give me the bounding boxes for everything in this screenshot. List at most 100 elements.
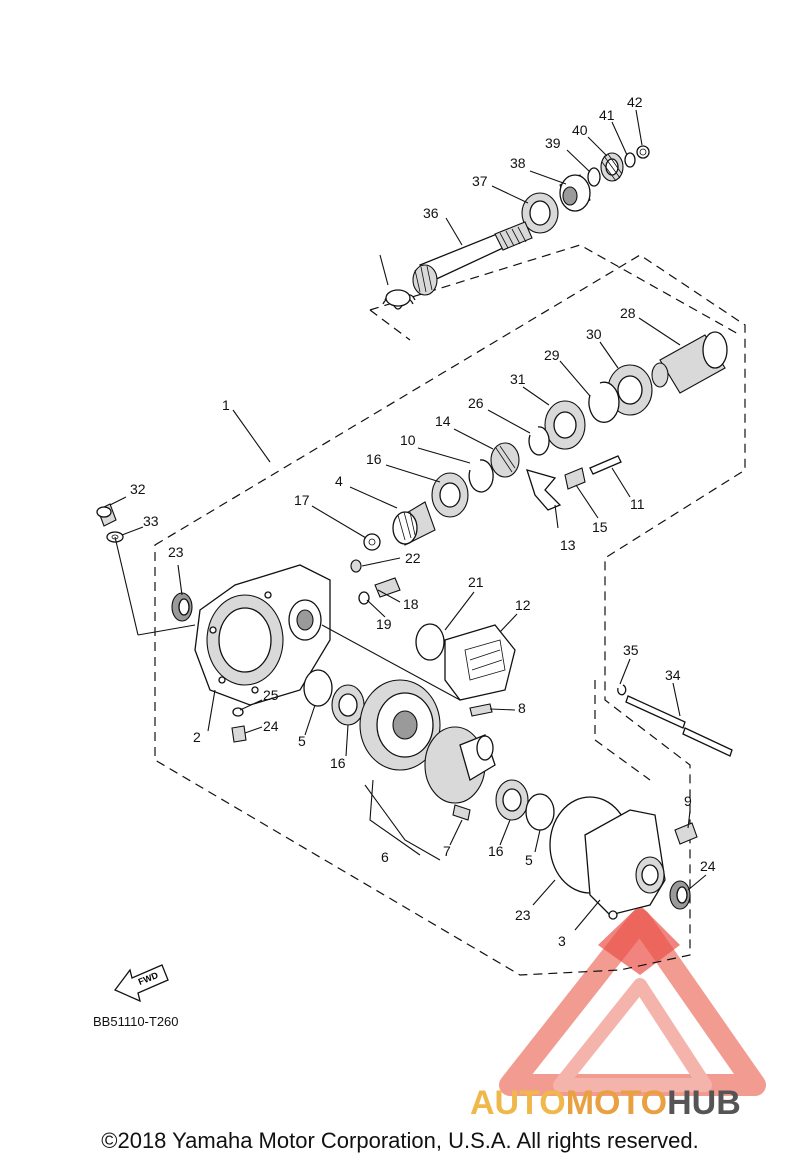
callout-31: 32: [130, 481, 146, 497]
pin-group-outline: [594, 680, 651, 781]
callout-16b: 16: [330, 755, 346, 771]
callout-34: 35: [623, 642, 639, 658]
callout-14: 14: [435, 413, 451, 429]
callout-9: 9: [684, 793, 692, 809]
callout-7: 7: [443, 843, 451, 859]
part-37-collar: [559, 174, 591, 212]
assembly-boundary-outline: [154, 254, 746, 976]
callout-24: 24: [263, 718, 279, 734]
callout-16a: 16: [366, 451, 382, 467]
part-35-drive-shaft: [412, 221, 533, 296]
part-17-bushing: [363, 533, 381, 551]
part-41-circlip: [636, 145, 650, 159]
callout-2: 2: [193, 729, 201, 745]
callout-37: 38: [510, 155, 526, 171]
automotohub-watermark-logo: [499, 905, 766, 1096]
part-34-clip: [617, 684, 627, 696]
part-14-needle-bearing: [490, 442, 520, 478]
callout-25: 25: [263, 687, 279, 703]
callout-20: 21: [468, 574, 484, 590]
part-23-oil-seal-left: [171, 592, 193, 622]
part-13-shift-fork: [526, 469, 562, 511]
part-differential-carrier: [424, 726, 496, 804]
part-21-breather: [350, 559, 362, 573]
part-6-ring-gear: [359, 679, 441, 771]
callout-36: 37: [472, 173, 488, 189]
shaft-group-outline: [369, 244, 741, 341]
callout-11: 11: [630, 496, 645, 512]
copyright-notice: ©2018 Yamaha Motor Corporation, U.S.A. A…: [101, 1128, 699, 1153]
leader-lines: [109, 109, 707, 931]
part-23-oil-seal-right: [669, 880, 691, 910]
part-10-circlip: [468, 459, 494, 493]
callout-27: 28: [620, 305, 636, 321]
part-42-spring: [382, 289, 416, 310]
callout-28: 29: [544, 347, 560, 363]
callout-38: 39: [545, 135, 561, 151]
part-16-bearing-right: [495, 779, 529, 821]
part-27-pinion-shaft: [651, 331, 728, 394]
part-28-circlip: [588, 381, 620, 423]
callout-10: 10: [400, 432, 416, 448]
part-20-o-ring: [415, 623, 445, 661]
part-19-washer: [358, 591, 370, 605]
part-2-differential-case: [194, 564, 331, 706]
callout-13: 13: [560, 537, 576, 553]
callout-39: 40: [572, 122, 588, 138]
brand-auto: AUTO: [470, 1084, 566, 1122]
callout-29: 30: [586, 326, 602, 342]
callout-23b: 24: [700, 858, 716, 874]
callout-3: 3: [558, 933, 566, 949]
part-33-shaft-pins: [625, 695, 733, 757]
callout-33: 34: [665, 667, 681, 683]
part-24-drain-plug: [231, 725, 247, 743]
callout-8: 8: [518, 700, 526, 716]
callout-15: 15: [592, 519, 608, 535]
callout-6: 6: [381, 849, 389, 865]
callout-5a: 5: [298, 733, 306, 749]
fwd-arrow-icon: FWD: [113, 964, 169, 1003]
automotohub-watermark-text: AUTOMOTOHUB: [470, 1084, 741, 1122]
callout-35: 36: [423, 205, 439, 221]
callout-40: 41: [599, 107, 615, 123]
part-16-bearing-upper: [431, 472, 469, 518]
callout-18: 18: [403, 596, 419, 612]
part-31-bolt: [96, 503, 117, 527]
callout-23a: 23: [168, 544, 184, 560]
part-8-bolt: [469, 703, 493, 717]
part-4-pinion-gear: [392, 501, 436, 546]
callout-30: 31: [510, 371, 526, 387]
part-3-differential-cover: [584, 809, 666, 920]
callout-16c: 16: [488, 843, 504, 859]
part-5-shim-right: [525, 793, 555, 831]
part-30-bearing: [544, 400, 586, 450]
part-26-circlip: [528, 426, 550, 456]
brand-hub: HUB: [667, 1084, 741, 1122]
callout-4: 4: [335, 473, 343, 489]
callout-12: 12: [515, 597, 531, 613]
callout-41: 42: [627, 94, 643, 110]
callout-5b: 5: [525, 852, 533, 868]
part-39-needle-bearing: [600, 152, 624, 182]
callout-26: 26: [468, 395, 484, 411]
part-40-washer: [624, 152, 636, 168]
callout-1: 1: [222, 397, 230, 413]
part-12-actuator-housing: [444, 624, 516, 701]
part-18-sensor: [374, 577, 401, 598]
callout-21: 22: [405, 550, 421, 566]
part-16-bearing-left: [331, 684, 365, 726]
callout-numbers: 42 41 40 39 38 37 36 28 30 29 31 26 14 1…: [130, 94, 716, 949]
callout-22: 23: [515, 907, 531, 923]
callout-19: 19: [376, 616, 392, 632]
svg-text:AUTOMOTOHUB: AUTOMOTOHUB: [470, 1084, 741, 1122]
brand-moto: MOTO: [566, 1084, 667, 1122]
part-15-block: [564, 467, 586, 490]
part-5-shim-left: [303, 669, 333, 707]
part-38-ring: [587, 167, 601, 187]
part-36-bearing: [521, 192, 559, 234]
callout-17: 17: [294, 492, 310, 508]
part-7-bolt: [452, 804, 471, 821]
part-9-bolt: [674, 822, 698, 845]
callout-32: 33: [143, 513, 159, 529]
